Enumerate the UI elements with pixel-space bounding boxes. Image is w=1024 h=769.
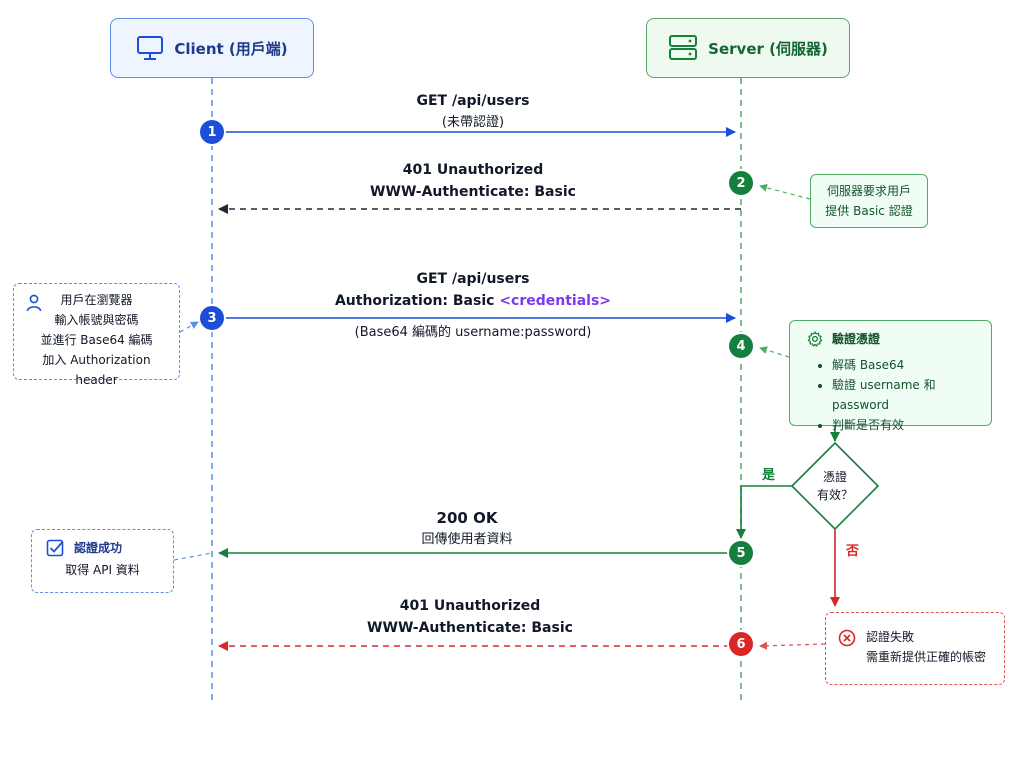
- message-6-title: 401 Unauthorized: [399, 598, 541, 614]
- client-input-note-line2: 輸入帳號與密碼: [54, 313, 139, 327]
- message-3-subtitle: (Base64 編碼的 username:password): [354, 325, 592, 340]
- auth-failure-title: 認證失敗: [866, 630, 915, 644]
- message-2-label: 401 Unauthorized WWW-Authenticate: Basic: [370, 159, 576, 203]
- step-3-badge: 3: [200, 306, 224, 330]
- verify-step-item: 驗證 username 和 password: [832, 375, 981, 415]
- message-2-title: 401 Unauthorized: [402, 162, 544, 178]
- auth-failure-note: 認證失敗 需重新提供正確的帳密: [825, 612, 1005, 685]
- message-3-label: GET /api/users Authorization: Basic <cre…: [335, 268, 611, 312]
- verify-credentials-note: 驗證憑證 解碼 Base64 驗證 username 和 password 判斷…: [789, 320, 992, 432]
- message-1-title: GET /api/users: [416, 93, 530, 109]
- message-3-header-value: <credentials>: [499, 293, 612, 309]
- decision-label: 憑證 有效？: [800, 468, 870, 504]
- note-4-connector: [759, 346, 790, 358]
- auth-success-note: 認證成功 取得 API 資料: [31, 529, 174, 593]
- message-3-header: Authorization: Basic <credentials>: [335, 290, 611, 312]
- server-request-note-line2: 提供 Basic 認證: [825, 204, 913, 218]
- client-actor-label: Client (用戶端): [174, 39, 288, 58]
- message-5-subtitle: 回傳使用者資料: [421, 532, 513, 547]
- message-2-subtitle: WWW-Authenticate: Basic: [370, 184, 576, 200]
- gear-icon: [807, 331, 823, 347]
- step-2-badge: 2: [729, 171, 753, 195]
- note-2-connector: [759, 183, 811, 200]
- server-actor-box: Server (伺服器): [646, 18, 850, 78]
- server-request-note: 伺服器要求用戶 提供 Basic 認證: [810, 174, 928, 228]
- x-circle-icon: [838, 629, 856, 647]
- message-5-title: 200 OK: [436, 509, 498, 527]
- message-5-label: 200 OK 回傳使用者資料: [421, 507, 512, 551]
- auth-success-line: 取得 API 資料: [65, 563, 140, 577]
- step-6-badge: 6: [729, 632, 753, 656]
- step-1-badge: 1: [200, 120, 224, 144]
- verify-note-title: 驗證憑證: [832, 332, 881, 346]
- user-icon: [26, 294, 42, 312]
- decision-yes-arrow: [736, 485, 792, 539]
- decision-no-label: 否: [846, 544, 860, 559]
- message-3-title: GET /api/users: [416, 271, 530, 287]
- message-6-subtitle: WWW-Authenticate: Basic: [367, 620, 573, 636]
- message-3-header-prefix: Authorization: Basic: [334, 293, 500, 309]
- message-1-label: GET /api/users (未帶認證): [416, 90, 529, 134]
- note-6-connector: [759, 641, 826, 650]
- verify-step-item: 判斷是否有效: [832, 415, 981, 435]
- step-5-badge: 5: [729, 541, 753, 565]
- client-actor-box: Client (用戶端): [110, 18, 314, 78]
- decision-yes-label: 是: [762, 468, 776, 483]
- note-5-connector: [173, 552, 213, 561]
- client-input-note-line1: 用戶在瀏覽器: [60, 293, 133, 307]
- decision-line2: 有效？: [816, 488, 853, 502]
- server-request-note-line1: 伺服器要求用戶: [826, 184, 911, 198]
- verify-steps-list: 解碼 Base64 驗證 username 和 password 判斷是否有效: [800, 355, 981, 435]
- checkbox-icon: [46, 539, 64, 557]
- client-input-note: 用戶在瀏覽器 輸入帳號與密碼 並進行 Base64 編碼 加入 Authoriz…: [13, 283, 180, 387]
- client-input-note-line3: 並進行 Base64 編碼: [40, 333, 153, 347]
- verify-step-item: 解碼 Base64: [832, 355, 981, 375]
- auth-failure-line: 需重新提供正確的帳密: [866, 650, 987, 664]
- monitor-icon: [137, 36, 164, 60]
- server-actor-label: Server (伺服器): [708, 39, 828, 58]
- message-3-note: (Base64 編碼的 username:password): [355, 322, 592, 344]
- decision-line1: 憑證: [822, 470, 847, 484]
- message-6-label: 401 Unauthorized WWW-Authenticate: Basic: [367, 595, 573, 639]
- client-input-note-line4: 加入 Authorization header: [42, 353, 151, 387]
- auth-success-title: 認證成功: [74, 541, 123, 555]
- step-4-badge: 4: [729, 334, 753, 358]
- message-1-subtitle: (未帶認證): [441, 115, 505, 130]
- note-3-connector: [179, 321, 199, 333]
- server-icon: [669, 35, 698, 60]
